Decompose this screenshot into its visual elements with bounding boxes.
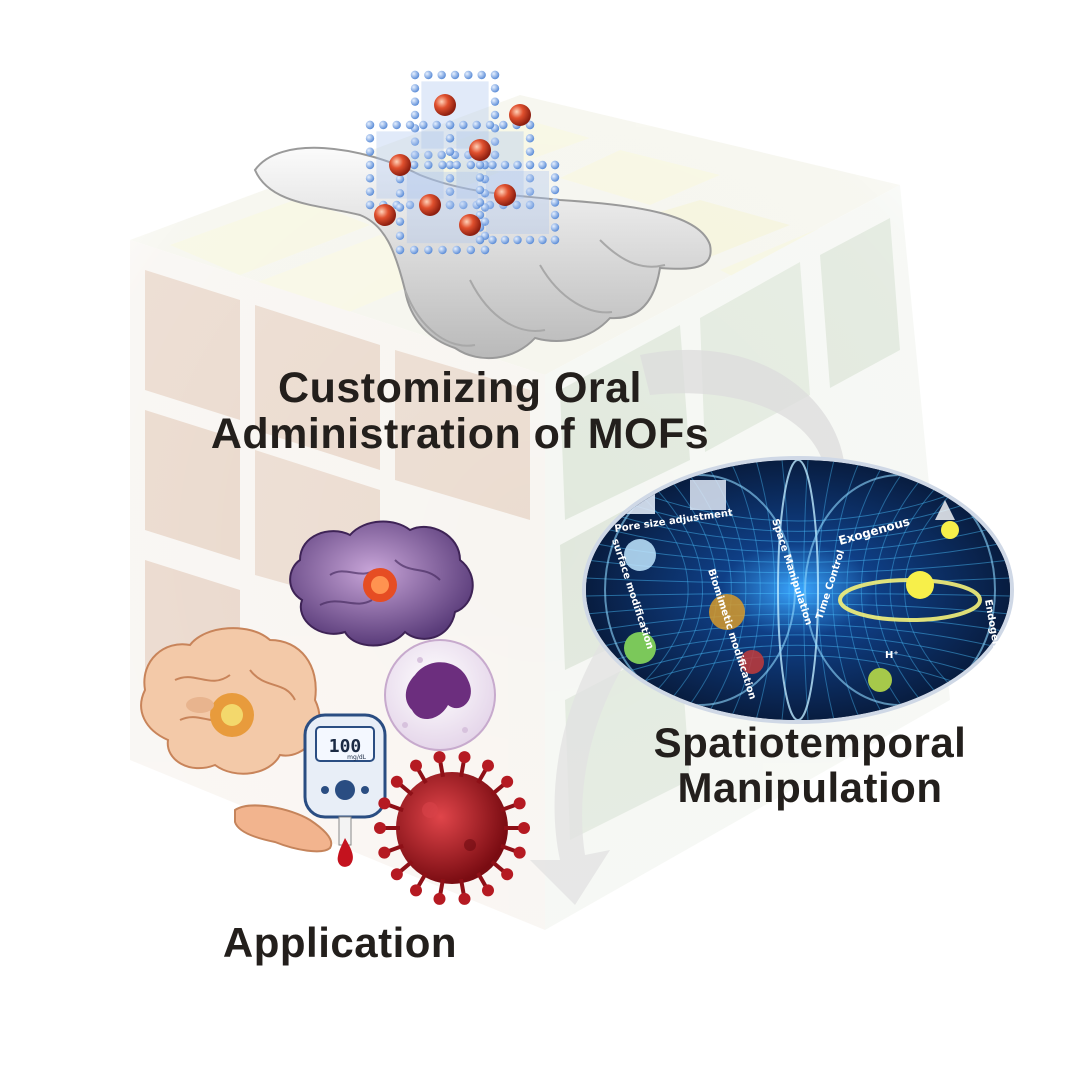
meter-reading: 100	[329, 736, 362, 757]
meter-unit: mg/dL	[347, 754, 366, 761]
spatiotemporal-line-2: Manipulation	[677, 764, 943, 812]
finger-blood-drop-icon	[234, 804, 353, 867]
brain-section-icon	[140, 627, 321, 775]
main-title-line-2: Administration of MOFs	[210, 410, 710, 459]
neutrophil-cell-icon	[384, 639, 496, 751]
brain-icon	[289, 520, 474, 647]
spatiotemporal-label: Spatiotemporal Manipulation	[610, 720, 1010, 811]
mof-crystal-icon	[365, 70, 560, 255]
h-ion-label: H⁺	[885, 650, 899, 661]
application-label: Application	[222, 919, 458, 966]
main-title: Customizing Oral Administration of MOFs	[150, 365, 770, 458]
glucose-meter-icon: 100 mg/dL	[303, 713, 387, 846]
spatiotemporal-inset: Pore size adjustment surface modificatio…	[582, 456, 1014, 724]
virus-icon	[374, 751, 530, 905]
main-title-line-1: Customizing Oral	[278, 364, 642, 412]
spatiotemporal-line-1: Spatiotemporal	[653, 719, 967, 766]
